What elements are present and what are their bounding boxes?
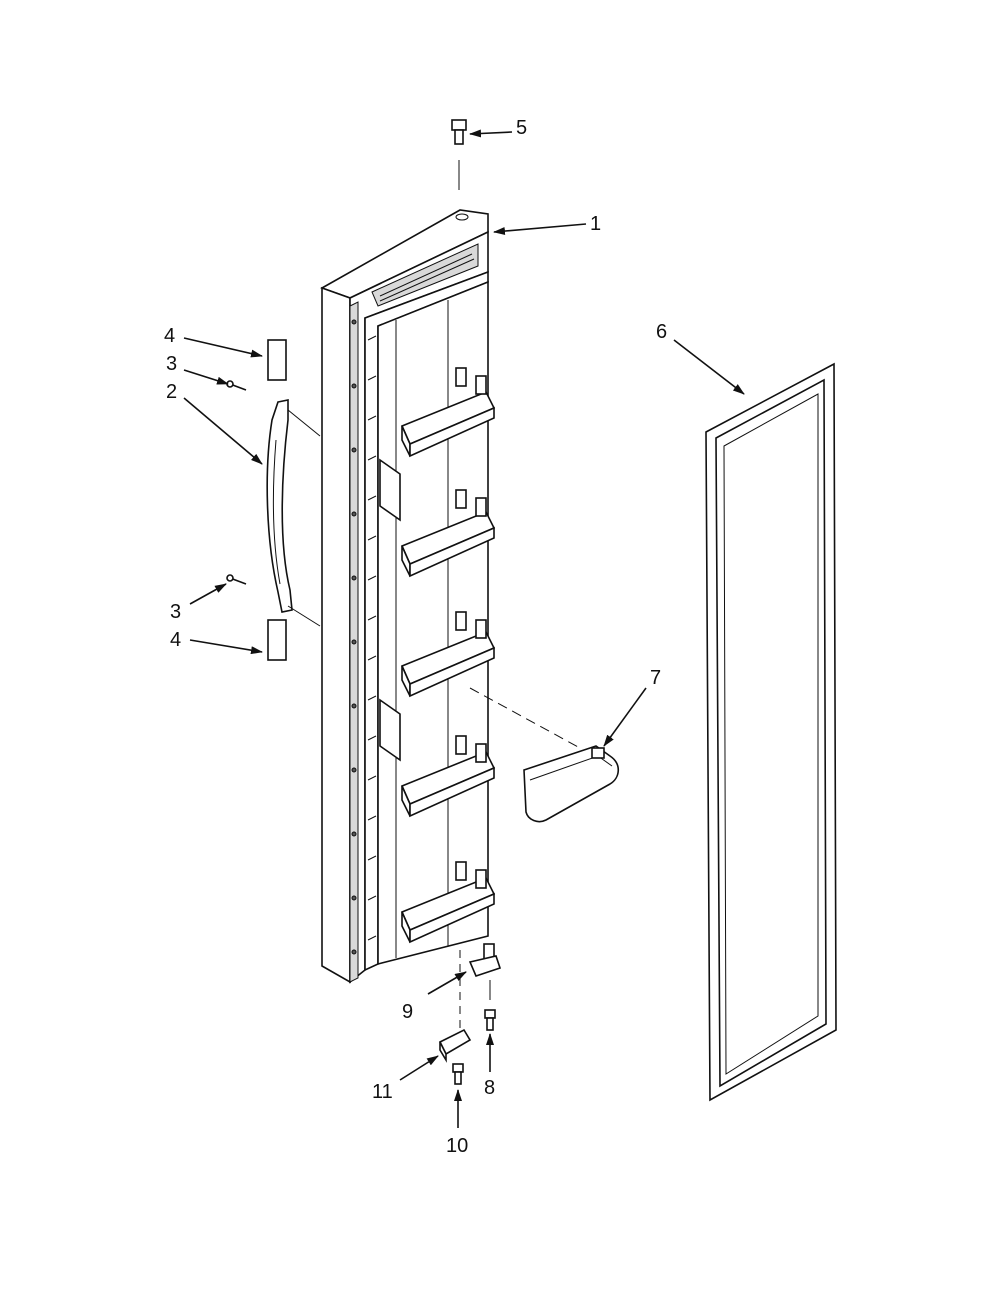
leader-lines bbox=[183, 129, 745, 1128]
callout-11: 11 bbox=[372, 1081, 393, 1103]
hinge-bracket-11 bbox=[438, 950, 472, 1063]
handle-trim-bottom bbox=[267, 619, 287, 661]
handle-trim-top bbox=[267, 339, 287, 381]
callout-4-top: 4 bbox=[164, 325, 175, 347]
handle-screw-bottom bbox=[226, 574, 247, 585]
door-shelf-3 bbox=[400, 611, 496, 698]
callout-2: 2 bbox=[166, 381, 177, 403]
callout-5: 5 bbox=[516, 117, 527, 139]
callout-3-top: 3 bbox=[166, 353, 177, 375]
callout-3-bottom: 3 bbox=[170, 601, 181, 623]
hinge-pin-top bbox=[451, 119, 467, 190]
bracket-screw-10 bbox=[452, 1063, 464, 1085]
callout-10: 10 bbox=[446, 1135, 468, 1157]
door-shelf-5 bbox=[400, 861, 496, 944]
door-edge-holes bbox=[351, 319, 357, 955]
door-shelf-2 bbox=[379, 458, 496, 578]
lower-hinge-pin bbox=[468, 943, 502, 1000]
door-gasket bbox=[705, 362, 837, 1102]
handle-screw-top bbox=[226, 380, 247, 391]
door-shelf-1 bbox=[400, 367, 496, 458]
callout-9: 9 bbox=[402, 1001, 413, 1023]
dike-texture bbox=[367, 335, 377, 941]
callout-7: 7 bbox=[650, 667, 661, 689]
door-shelf-4 bbox=[379, 698, 496, 818]
door-bin bbox=[469, 687, 620, 823]
refrigerator-door bbox=[320, 209, 496, 984]
hinge-screw-8 bbox=[484, 1009, 496, 1031]
callout-4-bottom: 4 bbox=[170, 629, 181, 651]
callout-1: 1 bbox=[590, 213, 601, 235]
door-handle bbox=[266, 399, 321, 627]
callout-6: 6 bbox=[656, 321, 667, 343]
callout-8: 8 bbox=[484, 1077, 495, 1099]
